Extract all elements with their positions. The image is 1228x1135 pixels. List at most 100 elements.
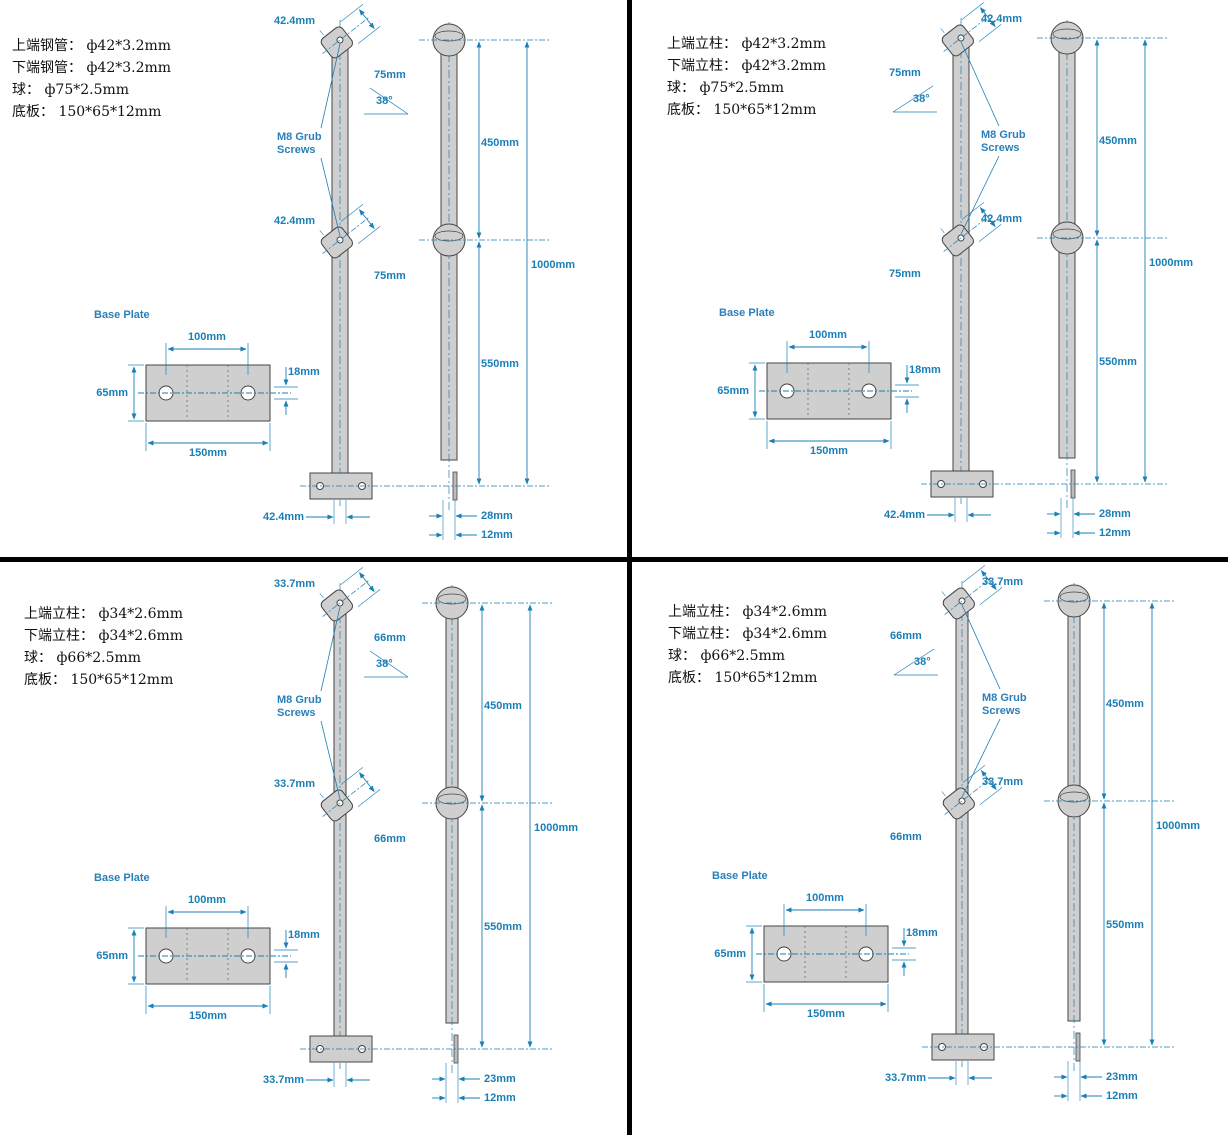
ball-edge [1059,791,1089,803]
grub-leader [320,43,341,129]
label-upper-len: 450mm [1099,135,1137,147]
ball-clamp-2 [319,204,381,259]
spec-line-4: 底板： 150*65*12mm [24,672,173,688]
ball-edge [437,593,467,605]
label-grub-line1: M8 Grub [277,694,322,706]
spec-block: 上端立柱： ф34*2.6mm 下端立柱： ф34*2.6mm 球： ф66*2.5… [668,604,827,686]
angle-indicator: 38° [892,85,937,113]
grub-leader [320,606,341,692]
dim-ball-len [359,572,375,593]
label-grub-line1: M8 Grub [982,692,1027,704]
label-post-dia-lower: 42.4mm [274,215,315,227]
label-ball-len-upper: 75mm [889,67,921,79]
label-plate-thk: 12mm [1106,1090,1138,1102]
label-ball-len-lower: 75mm [374,270,406,282]
ext-line [961,2,985,20]
ball-edge [1059,591,1089,603]
spec-line-2: 下端钢管： ф42*3.2mm [12,60,171,76]
spec-line-3: 球： ф66*2.5mm [24,650,141,666]
dia-arrow [941,591,946,597]
label-plate-thk: 12mm [484,1092,516,1104]
label-slot: 18mm [906,927,938,939]
ext-line [357,589,381,607]
angle-leg [369,650,409,678]
spec-line-2: 下端立柱： ф34*2.6mm [668,626,827,642]
label-slot: 18mm [909,364,941,376]
ball-clamp-1 [319,567,381,622]
label-post-dia-upper: 42.4mm [981,13,1022,25]
spec-line-1: 上端立柱： ф34*2.6mm [668,604,827,620]
label-post-dia-lower: 33.7mm [274,778,315,790]
ball-clamp-2 [319,767,381,822]
dim-ball-len [980,207,996,228]
label-grub-line2: Screws [277,707,316,719]
ext-line [962,565,986,583]
label-hole-spacing: 100mm [809,329,847,341]
label-total-len: 1000mm [1156,820,1200,832]
angle-indicator: 38° [893,648,938,676]
label-grub-line2: Screws [981,142,1020,154]
dim-ball-len [981,570,997,591]
label-ball-len-upper: 75mm [374,69,406,81]
label-post-dia-lower: 33.7mm [982,776,1023,788]
ext-line [357,26,381,44]
label-angle: 38° [913,93,930,105]
ball-edge [1052,228,1082,240]
label-angle: 38° [376,658,393,670]
ext-line [340,567,364,585]
ball-edge [437,793,467,805]
grub-leader [320,720,341,800]
dim-ball-len [359,772,375,793]
label-ball-len-lower: 66mm [890,831,922,843]
ext-line [979,787,1003,805]
label-post-dia-lower: 42.4mm [981,213,1022,225]
spec-line-4: 底板： 150*65*12mm [12,104,161,120]
label-plate-height: 65mm [714,948,746,960]
spec-line-4: 底板： 150*65*12mm [667,102,816,118]
angle-indicator: 38° [364,650,409,678]
ext-line [979,587,1003,605]
label-upper-len: 450mm [1106,698,1144,710]
panel-4: 上端立柱： ф34*2.6mm 下端立柱： ф34*2.6mm 球： ф66*2.5… [668,565,1200,1102]
label-plate-thk: 12mm [481,529,513,541]
label-total-len: 1000mm [534,822,578,834]
dia-arrow [940,228,945,234]
dia-arrow [319,230,324,236]
dia-arrow [941,791,946,797]
ext-line [357,226,381,244]
label-ball-len-lower: 66mm [374,833,406,845]
label-post-dia-bottom: 33.7mm [885,1072,926,1084]
label-upper-len: 450mm [484,700,522,712]
spec-line-1: 上端立柱： ф34*2.6mm [24,606,183,622]
label-plate-width: 150mm [810,445,848,457]
spec-line-3: 球： ф66*2.5mm [668,648,785,664]
label-grub-line1: M8 Grub [981,129,1026,141]
ext-line [340,767,364,785]
label-hole-spacing: 100mm [188,331,226,343]
dim-ball-len [980,7,996,28]
label-plate-thk: 12mm [1099,527,1131,539]
label-plate-width: 150mm [189,447,227,459]
label-lower-len: 550mm [1099,356,1137,368]
label-total-len: 1000mm [1149,257,1193,269]
label-angle: 38° [914,656,931,668]
dim-ball-len [981,770,997,791]
label-post-dia-bottom: 42.4mm [263,511,304,523]
label-total-len: 1000mm [531,259,575,271]
ext-line [357,789,381,807]
ball-edge [434,30,464,42]
label-post-dia-upper: 42.4mm [274,15,315,27]
label-lower-len: 550mm [484,921,522,933]
